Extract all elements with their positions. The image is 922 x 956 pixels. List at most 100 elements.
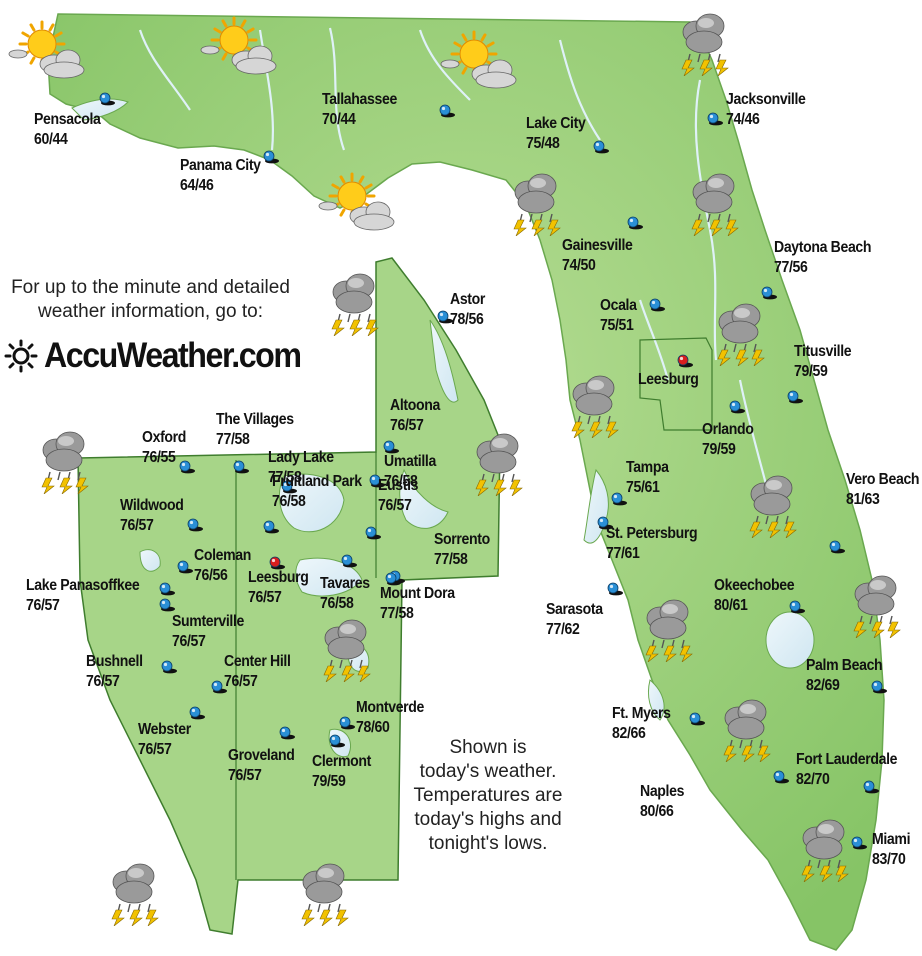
location-pin-icon[interactable]: [160, 660, 178, 674]
location-pin-icon[interactable]: [688, 712, 706, 726]
city-name: Lady Lake: [268, 449, 334, 466]
city-name: Fruitland Park: [272, 473, 362, 490]
location-pin-icon[interactable]: [232, 460, 250, 474]
location-pin-icon[interactable]: [788, 600, 806, 614]
city-temperature: 60/44: [34, 131, 68, 148]
location-pin-icon[interactable]: [648, 298, 666, 312]
city-name: Sarasota: [546, 601, 603, 618]
location-pin-icon[interactable]: [210, 680, 228, 694]
location-pin-icon[interactable]: [592, 140, 610, 154]
location-pin-icon[interactable]: [188, 706, 206, 720]
location-pin-icon[interactable]: [728, 400, 746, 414]
city-name: Panama City: [180, 157, 261, 174]
city-temperature: 77/62: [546, 621, 580, 638]
red-location-pin-icon[interactable]: [268, 556, 286, 570]
location-pin-icon[interactable]: [178, 460, 196, 474]
location-pin-icon[interactable]: [368, 474, 386, 488]
city-name: Bushnell: [86, 653, 143, 670]
city-temperature: 77/58: [380, 605, 414, 622]
location-pin-icon[interactable]: [772, 770, 790, 784]
city-label: Lady Lake 77/58: [268, 448, 343, 488]
city-name: Astor: [450, 291, 486, 308]
location-pin-icon[interactable]: [870, 680, 888, 694]
city-temperature: 76/56: [194, 567, 228, 584]
lake-county-outline: [639, 337, 713, 431]
city-name: Tallahassee: [322, 91, 397, 108]
city-temperature: 79/59: [312, 773, 346, 790]
location-pin-icon[interactable]: [280, 480, 298, 494]
thunderstorm-icon: [301, 863, 349, 926]
city-temperature: 76/57: [378, 497, 412, 514]
location-pin-icon[interactable]: [340, 554, 358, 568]
location-pin-icon[interactable]: [596, 516, 614, 530]
partly-sunny-icon: [8, 20, 85, 79]
thunderstorm-icon: [41, 431, 89, 494]
note-line-1: Shown is: [449, 737, 527, 758]
location-pin-icon[interactable]: [828, 540, 846, 554]
location-pin-icon[interactable]: [760, 286, 778, 300]
location-pin-icon[interactable]: [176, 560, 194, 574]
city-temperature: 76/57: [138, 741, 172, 758]
location-pin-icon[interactable]: [862, 780, 880, 794]
city-label: Titusville 79/59: [794, 342, 859, 382]
location-pin-icon[interactable]: [262, 150, 280, 164]
city-temperature: 77/58: [434, 551, 468, 568]
location-pin-icon[interactable]: [610, 492, 628, 506]
thunderstorm-icon: [323, 619, 371, 682]
city-name: The Villages: [216, 411, 294, 428]
city-name: Titusville: [794, 343, 852, 360]
city-temperature: 76/55: [142, 449, 176, 466]
location-pin-icon[interactable]: [706, 112, 724, 126]
location-pin-icon[interactable]: [626, 216, 644, 230]
location-pin-icon[interactable]: [186, 518, 204, 532]
city-name: Fort Lauderdale: [796, 751, 898, 768]
city-temperature: 79/59: [794, 363, 828, 380]
location-pin-icon[interactable]: [158, 598, 176, 612]
location-pin-icon[interactable]: [438, 104, 456, 118]
city-temperature: 77/58: [268, 469, 302, 486]
location-pin-icon[interactable]: [850, 836, 868, 850]
pensacola-bay: [71, 98, 129, 121]
city-temperature: 76/57: [120, 517, 154, 534]
location-pin-icon[interactable]: [278, 726, 296, 740]
location-pin-icon[interactable]: [786, 390, 804, 404]
city-name: Tampa: [626, 459, 669, 476]
city-name: Sumterville: [172, 613, 245, 630]
location-pin-icon[interactable]: [364, 526, 382, 540]
location-pin-icon[interactable]: [158, 582, 176, 596]
accuweather-link[interactable]: AccuWeather.com: [44, 336, 302, 375]
inset-county-map: [77, 257, 501, 935]
location-pin-icon[interactable]: [338, 716, 356, 730]
location-pin-icon[interactable]: [328, 734, 346, 748]
city-name: Naples: [640, 783, 685, 800]
thunderstorm-icon: [749, 475, 797, 538]
thunderstorm-icon: [111, 863, 159, 926]
city-temperature: 76/57: [172, 633, 206, 650]
red-location-pin-icon[interactable]: [676, 354, 694, 368]
city-name: Leesburg: [248, 569, 309, 586]
location-pin-icon[interactable]: [382, 440, 400, 454]
location-pin-icon[interactable]: [262, 520, 280, 534]
location-pin-icon[interactable]: [98, 92, 116, 106]
location-pin-icon[interactable]: [606, 582, 624, 596]
location-pin-icon[interactable]: [384, 572, 402, 586]
city-name: St. Petersburg: [606, 525, 698, 542]
city-temperature: 78/60: [356, 719, 390, 736]
city-temperature: 79/59: [702, 441, 736, 458]
location-pin-icon[interactable]: [436, 310, 454, 324]
city-temperature: 74/46: [726, 111, 760, 128]
rivers: [138, 27, 772, 501]
accuweather-brand[interactable]: AccuWeather.com: [4, 334, 323, 378]
thunderstorm-icon: [681, 13, 729, 76]
city-name: Montverde: [356, 699, 425, 716]
